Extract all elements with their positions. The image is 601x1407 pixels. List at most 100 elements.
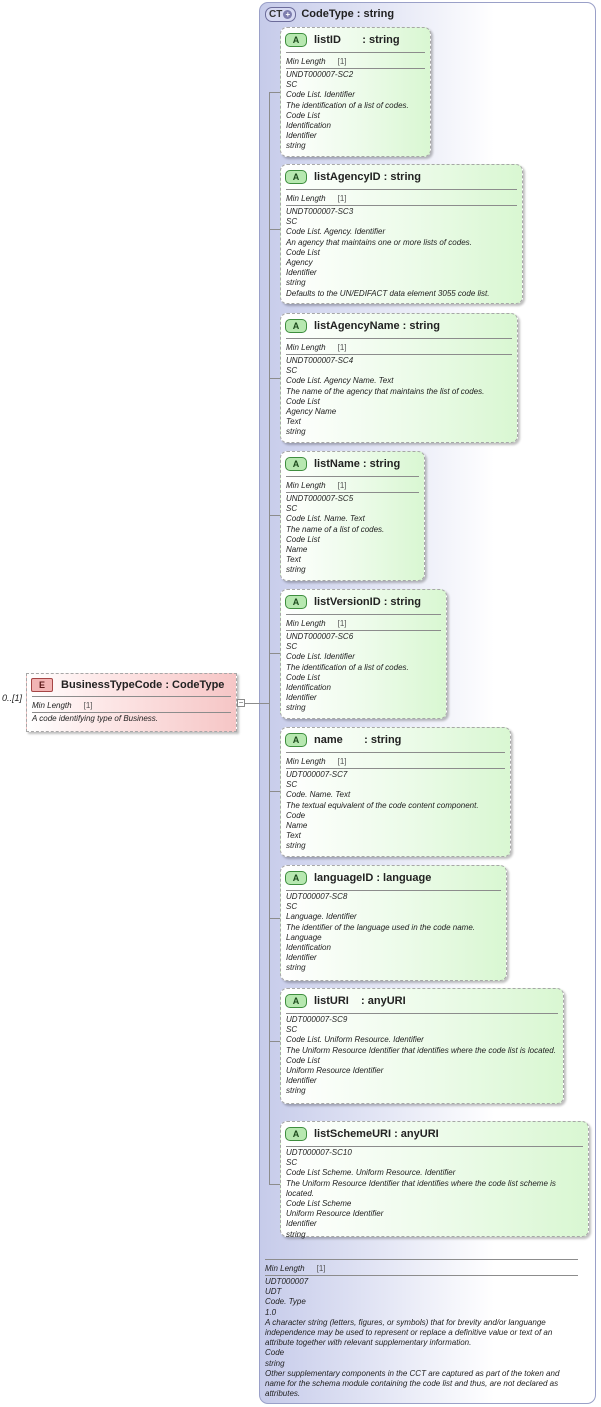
doc-line: Identifier: [286, 1076, 317, 1086]
branch-line: [269, 1041, 280, 1042]
min-length-facet: Min Length[1]: [286, 619, 347, 628]
doc-line: A character string (letters, figures, or…: [265, 1317, 553, 1348]
divider: [32, 696, 231, 697]
divider: [286, 614, 441, 615]
doc-line: Code List. Agency. Identifier: [286, 227, 386, 237]
doc-line: Code List. Name. Text: [286, 514, 365, 524]
doc-line: Identifier: [286, 1219, 317, 1229]
branch-line: [269, 918, 280, 919]
doc-line: string: [286, 427, 306, 437]
branch-line: [269, 378, 280, 379]
doc-line: SC: [286, 1158, 298, 1168]
doc-line: UDT000007-SC8: [286, 892, 348, 901]
min-length-facet: Min Length[1]: [286, 57, 347, 66]
min-length-facet: Min Length[1]: [286, 481, 347, 490]
doc-line: Language. Identifier: [286, 912, 357, 922]
divider: [286, 492, 419, 493]
divider: [286, 68, 425, 69]
element-business-type-code[interactable]: E BusinessTypeCode : CodeType Min Length…: [26, 673, 237, 732]
min-length-facet: Min Length[1]: [32, 701, 93, 710]
element-documentation: A code identifying type of Business.: [32, 714, 158, 723]
doc-line: Uniform Resource Identifier: [286, 1209, 384, 1219]
doc-line: The Uniform Resource Identifier that ide…: [286, 1178, 556, 1198]
doc-line: UNDT000007-SC3: [286, 207, 354, 216]
divider: [286, 752, 505, 753]
collapse-toggle-icon[interactable]: −: [237, 698, 245, 707]
attribute-name: listName : string: [314, 458, 401, 470]
doc-line: Identification: [286, 121, 331, 131]
divider: [286, 1013, 558, 1014]
doc-line: Code List: [286, 247, 320, 257]
attribute-icon: A: [285, 871, 307, 885]
attribute-name: name : string: [314, 734, 402, 746]
attribute-name: listVersionID : string: [314, 596, 421, 608]
doc-line: Code List. Identifier: [286, 90, 355, 100]
branch-line: [269, 791, 280, 792]
divider: [286, 1146, 583, 1147]
doc-line: SC: [286, 80, 298, 90]
doc-line: Agency: [286, 258, 313, 268]
doc-line: UNDT000007-SC4: [286, 356, 354, 365]
doc-line: The identification of a list of codes.: [286, 662, 409, 672]
doc-line: The name of the agency that maintains th…: [286, 386, 485, 396]
divider: [286, 890, 501, 891]
doc-line: UNDT000007-SC5: [286, 494, 354, 503]
doc-line: string: [286, 841, 306, 851]
branch-line: [269, 229, 280, 230]
complex-type-title: CodeType : string: [301, 8, 395, 20]
doc-line: SC: [286, 1025, 298, 1035]
attribute-icon: A: [285, 170, 307, 184]
divider: [286, 630, 441, 631]
doc-line: Identifier: [286, 268, 317, 278]
doc-line: SC: [286, 780, 298, 790]
divider: [286, 52, 425, 53]
doc-line: Code List. Uniform Resource. Identifier: [286, 1035, 424, 1045]
doc-line: Identifier: [286, 131, 317, 141]
divider: [286, 476, 419, 477]
element-connector-line: [245, 703, 269, 704]
doc-line: Identifier: [286, 693, 317, 703]
doc-line: Code List. Agency Name. Text: [286, 376, 394, 386]
doc-line: Code List: [286, 110, 320, 120]
doc-line: An agency that maintains one or more lis…: [286, 237, 472, 247]
doc-line: SC: [286, 642, 298, 652]
divider: [265, 1259, 578, 1260]
min-length-facet: Min Length[1]: [286, 343, 347, 352]
complex-type-header[interactable]: CT + CodeType : string: [265, 6, 394, 22]
doc-line: Code List: [286, 672, 320, 682]
attribute-name: listAgencyID : string: [314, 171, 421, 183]
doc-line: Code List: [286, 534, 320, 544]
divider: [32, 712, 231, 713]
doc-line: Identification: [286, 943, 331, 953]
element-name: BusinessTypeCode : CodeType: [61, 679, 225, 691]
doc-line: UDT000007-SC7: [286, 770, 348, 779]
branch-line: [269, 92, 280, 93]
doc-line: UNDT000007-SC6: [286, 632, 354, 641]
doc-line: Name: [286, 545, 308, 555]
doc-line: UDT000007: [265, 1277, 309, 1286]
min-length-facet: Min Length[1]: [286, 757, 347, 766]
branch-line: [269, 653, 280, 654]
attribute-name: listAgencyName : string: [314, 320, 440, 332]
complex-type-badge-label: CT: [269, 8, 283, 20]
doc-line: Code List. Identifier: [286, 652, 355, 662]
doc-line: Code. Name. Text: [286, 790, 351, 800]
branch-line: [269, 515, 280, 516]
doc-line: The textual equivalent of the code conte…: [286, 800, 479, 810]
expand-plus-icon: +: [283, 9, 293, 19]
doc-line: string: [286, 565, 306, 575]
